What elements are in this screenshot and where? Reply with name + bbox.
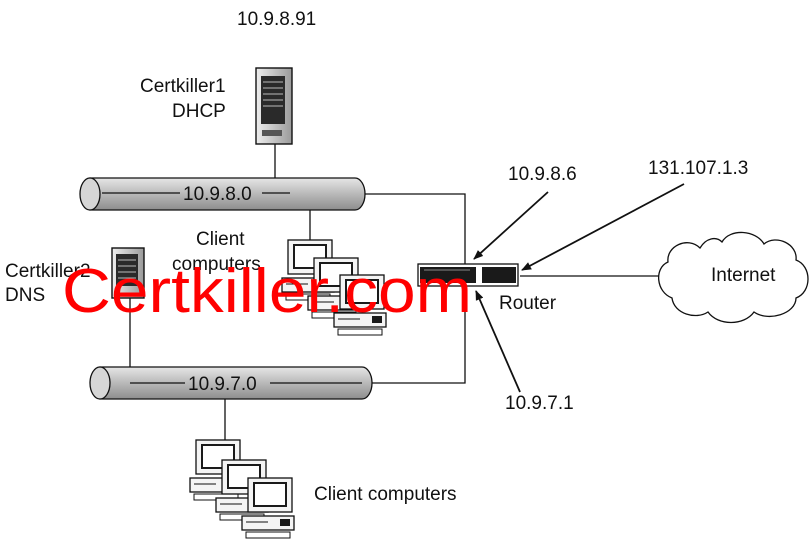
clients-lower-label: Client computers xyxy=(314,484,457,505)
router-ip-lower: 10.9.7.1 xyxy=(505,393,574,414)
watermark-text: Certkiller.com xyxy=(62,257,472,326)
router-ip-upper: 10.9.8.6 xyxy=(508,164,577,185)
ip-pointer-arrows xyxy=(474,184,684,392)
router-label: Router xyxy=(499,293,557,314)
clients-upper-label-line1: Client xyxy=(196,229,245,250)
network-label-lower: 10.9.7.0 xyxy=(188,374,257,395)
client-computer-icon xyxy=(242,478,294,538)
internet-cloud: Internet xyxy=(659,232,808,322)
server-tower-icon xyxy=(256,68,292,144)
server1-role-label: DHCP xyxy=(172,101,226,122)
network-segment-lower: 10.9.7.0 xyxy=(90,367,372,399)
router-ip-external: 131.107.1.3 xyxy=(648,158,748,179)
internet-label: Internet xyxy=(711,265,776,286)
client-computers-lower: Client computers xyxy=(190,440,457,538)
network-segment-upper: 10.9.8.0 xyxy=(80,178,365,210)
server1-name-label: Certkiller1 xyxy=(140,76,226,97)
server-dhcp: 10.9.8.91 Certkiller1 DHCP xyxy=(140,9,316,144)
network-label-upper: 10.9.8.0 xyxy=(183,184,252,205)
server2-role-label: DNS xyxy=(5,285,45,306)
server1-ip-label: 10.9.8.91 xyxy=(237,9,316,30)
